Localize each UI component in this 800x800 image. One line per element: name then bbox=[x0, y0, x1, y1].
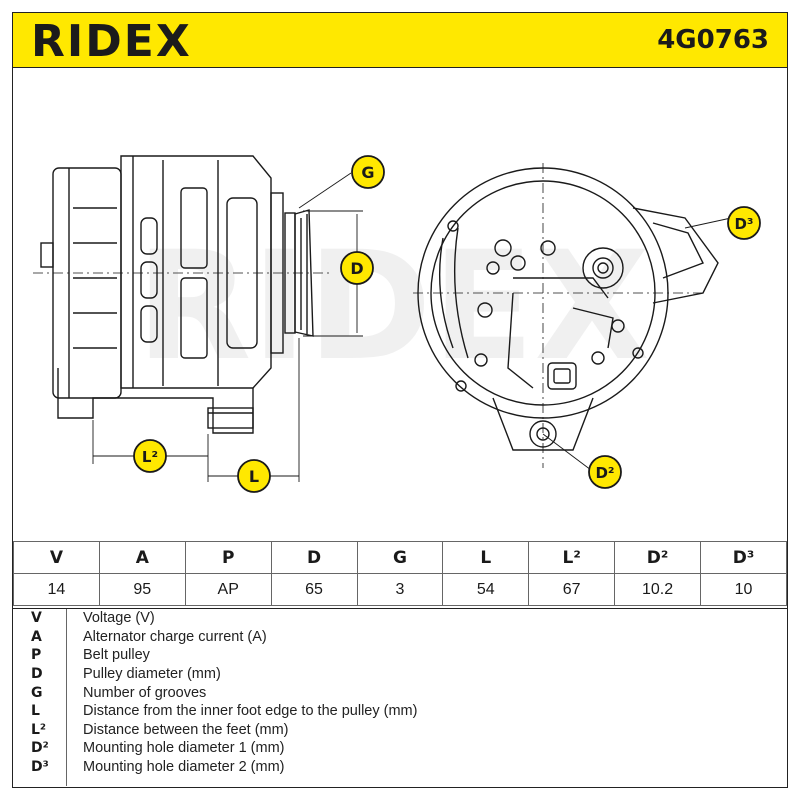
legend-desc: Alternator charge current (A) bbox=[83, 628, 267, 645]
label-l2: L² bbox=[133, 439, 167, 473]
spec-value-row: 14 95 AP 65 3 54 67 10.2 10 bbox=[13, 573, 787, 606]
spec-header: D³ bbox=[700, 541, 787, 574]
legend-desc: Mounting hole diameter 2 (mm) bbox=[83, 759, 285, 776]
legend-key: V bbox=[31, 610, 42, 627]
front-view bbox=[413, 163, 719, 468]
front-leaders bbox=[542, 217, 732, 471]
legend-desc: Voltage (V) bbox=[83, 610, 155, 627]
legend-key: P bbox=[31, 647, 42, 664]
svg-text:L: L bbox=[249, 467, 259, 486]
label-g: G bbox=[351, 155, 385, 189]
legend-key: L² bbox=[31, 721, 47, 738]
spec-header-row: V A P D G L L² D² D³ bbox=[13, 541, 787, 574]
spec-value: 10.2 bbox=[614, 573, 701, 606]
legend-desc: Belt pulley bbox=[83, 647, 150, 664]
part-number: 4G0763 bbox=[657, 25, 769, 55]
legend-row: L Distance from the inner foot edge to t… bbox=[13, 702, 787, 721]
legend-key: G bbox=[31, 684, 43, 701]
spec-value: 95 bbox=[98, 573, 186, 606]
spec-header: D² bbox=[614, 541, 701, 574]
spec-value: 10 bbox=[700, 573, 787, 606]
alternator-drawing: RIDEX bbox=[33, 155, 761, 493]
spec-table: V A P D G L L² D² D³ 14 95 AP 65 3 54 67… bbox=[13, 541, 787, 606]
spec-value: 54 bbox=[442, 573, 530, 606]
spec-value: 67 bbox=[528, 573, 616, 606]
svg-text:L²: L² bbox=[142, 448, 158, 466]
legend-divider bbox=[66, 608, 67, 786]
legend-row: A Alternator charge current (A) bbox=[13, 628, 787, 647]
svg-text:G: G bbox=[361, 163, 374, 182]
brand-logo: RIDEX bbox=[31, 16, 192, 67]
legend-row: D³ Mounting hole diameter 2 (mm) bbox=[13, 758, 787, 777]
label-d2: D² bbox=[588, 455, 622, 489]
legend-key: A bbox=[31, 628, 42, 645]
legend-desc: Mounting hole diameter 1 (mm) bbox=[83, 740, 285, 757]
legend-row: D² Mounting hole diameter 1 (mm) bbox=[13, 739, 787, 758]
label-d3: D³ bbox=[727, 206, 761, 240]
legend-row: D Pulley diameter (mm) bbox=[13, 665, 787, 684]
spec-value: 65 bbox=[270, 573, 358, 606]
legend-key: L bbox=[31, 703, 40, 720]
spec-header: D bbox=[270, 541, 358, 574]
label-l: L bbox=[237, 459, 271, 493]
spec-header: G bbox=[356, 541, 444, 574]
legend-row: V Voltage (V) bbox=[13, 609, 787, 628]
legend-key: D bbox=[31, 666, 43, 683]
spec-header: L bbox=[442, 541, 530, 574]
legend-desc: Distance between the feet (mm) bbox=[83, 721, 289, 738]
page-frame bbox=[12, 12, 788, 788]
spec-value: AP bbox=[184, 573, 272, 606]
spec-value: 3 bbox=[356, 573, 444, 606]
header-bar: RIDEX 4G0763 bbox=[13, 13, 787, 68]
svg-text:D³: D³ bbox=[734, 215, 753, 233]
svg-text:D: D bbox=[350, 259, 363, 278]
spec-header: L² bbox=[528, 541, 616, 574]
spec-header: V bbox=[13, 541, 100, 574]
legend-key: D² bbox=[31, 740, 49, 757]
watermark: RIDEX bbox=[136, 220, 650, 394]
label-d: D bbox=[340, 251, 374, 285]
spec-header: A bbox=[98, 541, 186, 574]
legend-row: P Belt pulley bbox=[13, 646, 787, 665]
spec-header: P bbox=[184, 541, 272, 574]
legend-desc: Distance from the inner foot edge to the… bbox=[83, 703, 418, 720]
legend-row: G Number of grooves bbox=[13, 683, 787, 702]
legend-desc: Pulley diameter (mm) bbox=[83, 666, 221, 683]
spec-value: 14 bbox=[13, 573, 100, 606]
legend-key: D³ bbox=[31, 759, 49, 776]
side-view bbox=[33, 155, 333, 434]
legend-desc: Number of grooves bbox=[83, 684, 207, 701]
svg-text:D²: D² bbox=[595, 464, 614, 482]
legend-row: L² Distance between the feet (mm) bbox=[13, 721, 787, 740]
legend: V Voltage (V) A Alternator charge curren… bbox=[13, 608, 787, 776]
